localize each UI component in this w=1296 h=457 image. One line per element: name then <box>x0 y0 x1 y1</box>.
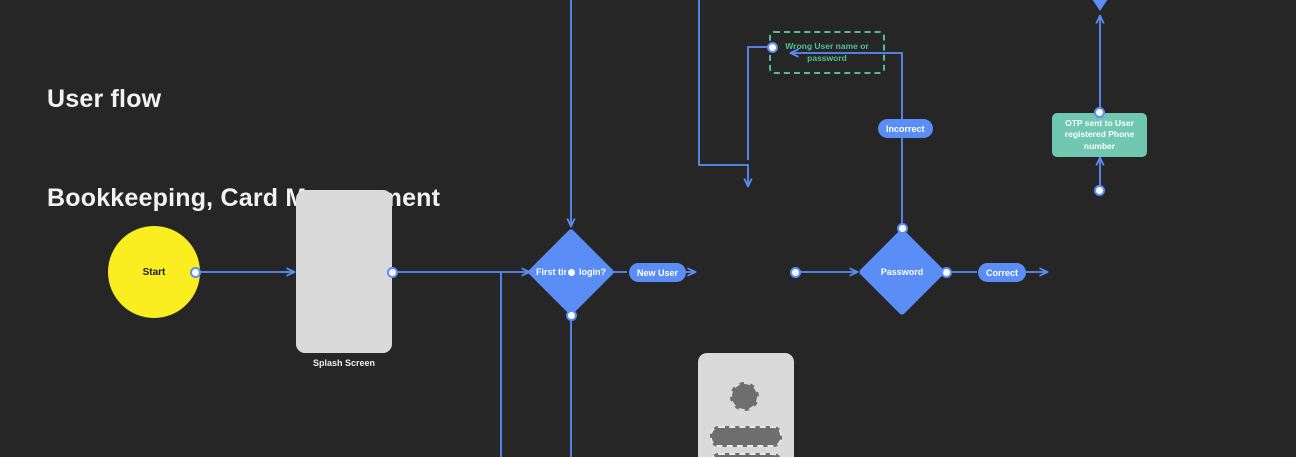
decision-shape <box>858 228 946 316</box>
offscreen-decision-diamond <box>1092 0 1108 11</box>
note-otp-sent-text: OTP sent to User registered Phone number <box>1064 117 1135 151</box>
note-wrong-credentials: Wrong User name or password <box>769 31 885 74</box>
connector-dot-otpauth-top[interactable] <box>1094 185 1105 196</box>
wire-wrong-credentials-loop <box>747 46 772 160</box>
connector-dot-start-out[interactable] <box>190 267 201 278</box>
connector-dot-password-right[interactable] <box>941 267 952 278</box>
node-splash-screen-label: Splash Screen <box>312 358 376 368</box>
edge-label-correct[interactable]: Correct <box>978 263 1027 282</box>
connector-dot-splash-out[interactable] <box>387 267 398 278</box>
connector-dot-password-top[interactable] <box>897 223 908 234</box>
node-start[interactable]: Start <box>108 226 200 318</box>
connector-dot-decision-bottom[interactable] <box>566 310 577 321</box>
connector-dot-login-out[interactable] <box>790 267 801 278</box>
node-start-label: Start <box>142 266 166 278</box>
edge-label-new-user[interactable]: New User <box>629 263 687 282</box>
edge-label-new-user-text: New User <box>637 267 679 278</box>
note-otp-sent: OTP sent to User registered Phone number <box>1052 113 1147 157</box>
login-avatar-placeholder <box>730 382 759 411</box>
node-login-page[interactable]: Login Page <box>698 353 794 457</box>
edge-label-incorrect[interactable]: Incorrect <box>878 119 933 138</box>
note-wrong-credentials-text: Wrong User name or password <box>785 41 869 63</box>
login-password-field-placeholder[interactable] <box>710 453 782 457</box>
login-username-field-placeholder[interactable] <box>710 426 782 447</box>
edge-label-incorrect-text: Incorrect <box>886 123 925 134</box>
connector-dot-wrong-credentials-left[interactable] <box>767 42 778 53</box>
page-title-line-1: User flow <box>47 84 162 113</box>
node-password-decision[interactable]: Password <box>858 228 946 316</box>
connector-dot-otpsent-top[interactable] <box>1094 107 1105 118</box>
node-splash-screen[interactable]: Splash Screen <box>296 190 392 368</box>
wire-password-to-wrong-credentials <box>791 53 903 228</box>
edge-label-correct-text: Correct <box>986 267 1019 278</box>
wire-top-into-login-page <box>698 0 748 186</box>
connector-dot-decision-right[interactable] <box>566 267 577 278</box>
